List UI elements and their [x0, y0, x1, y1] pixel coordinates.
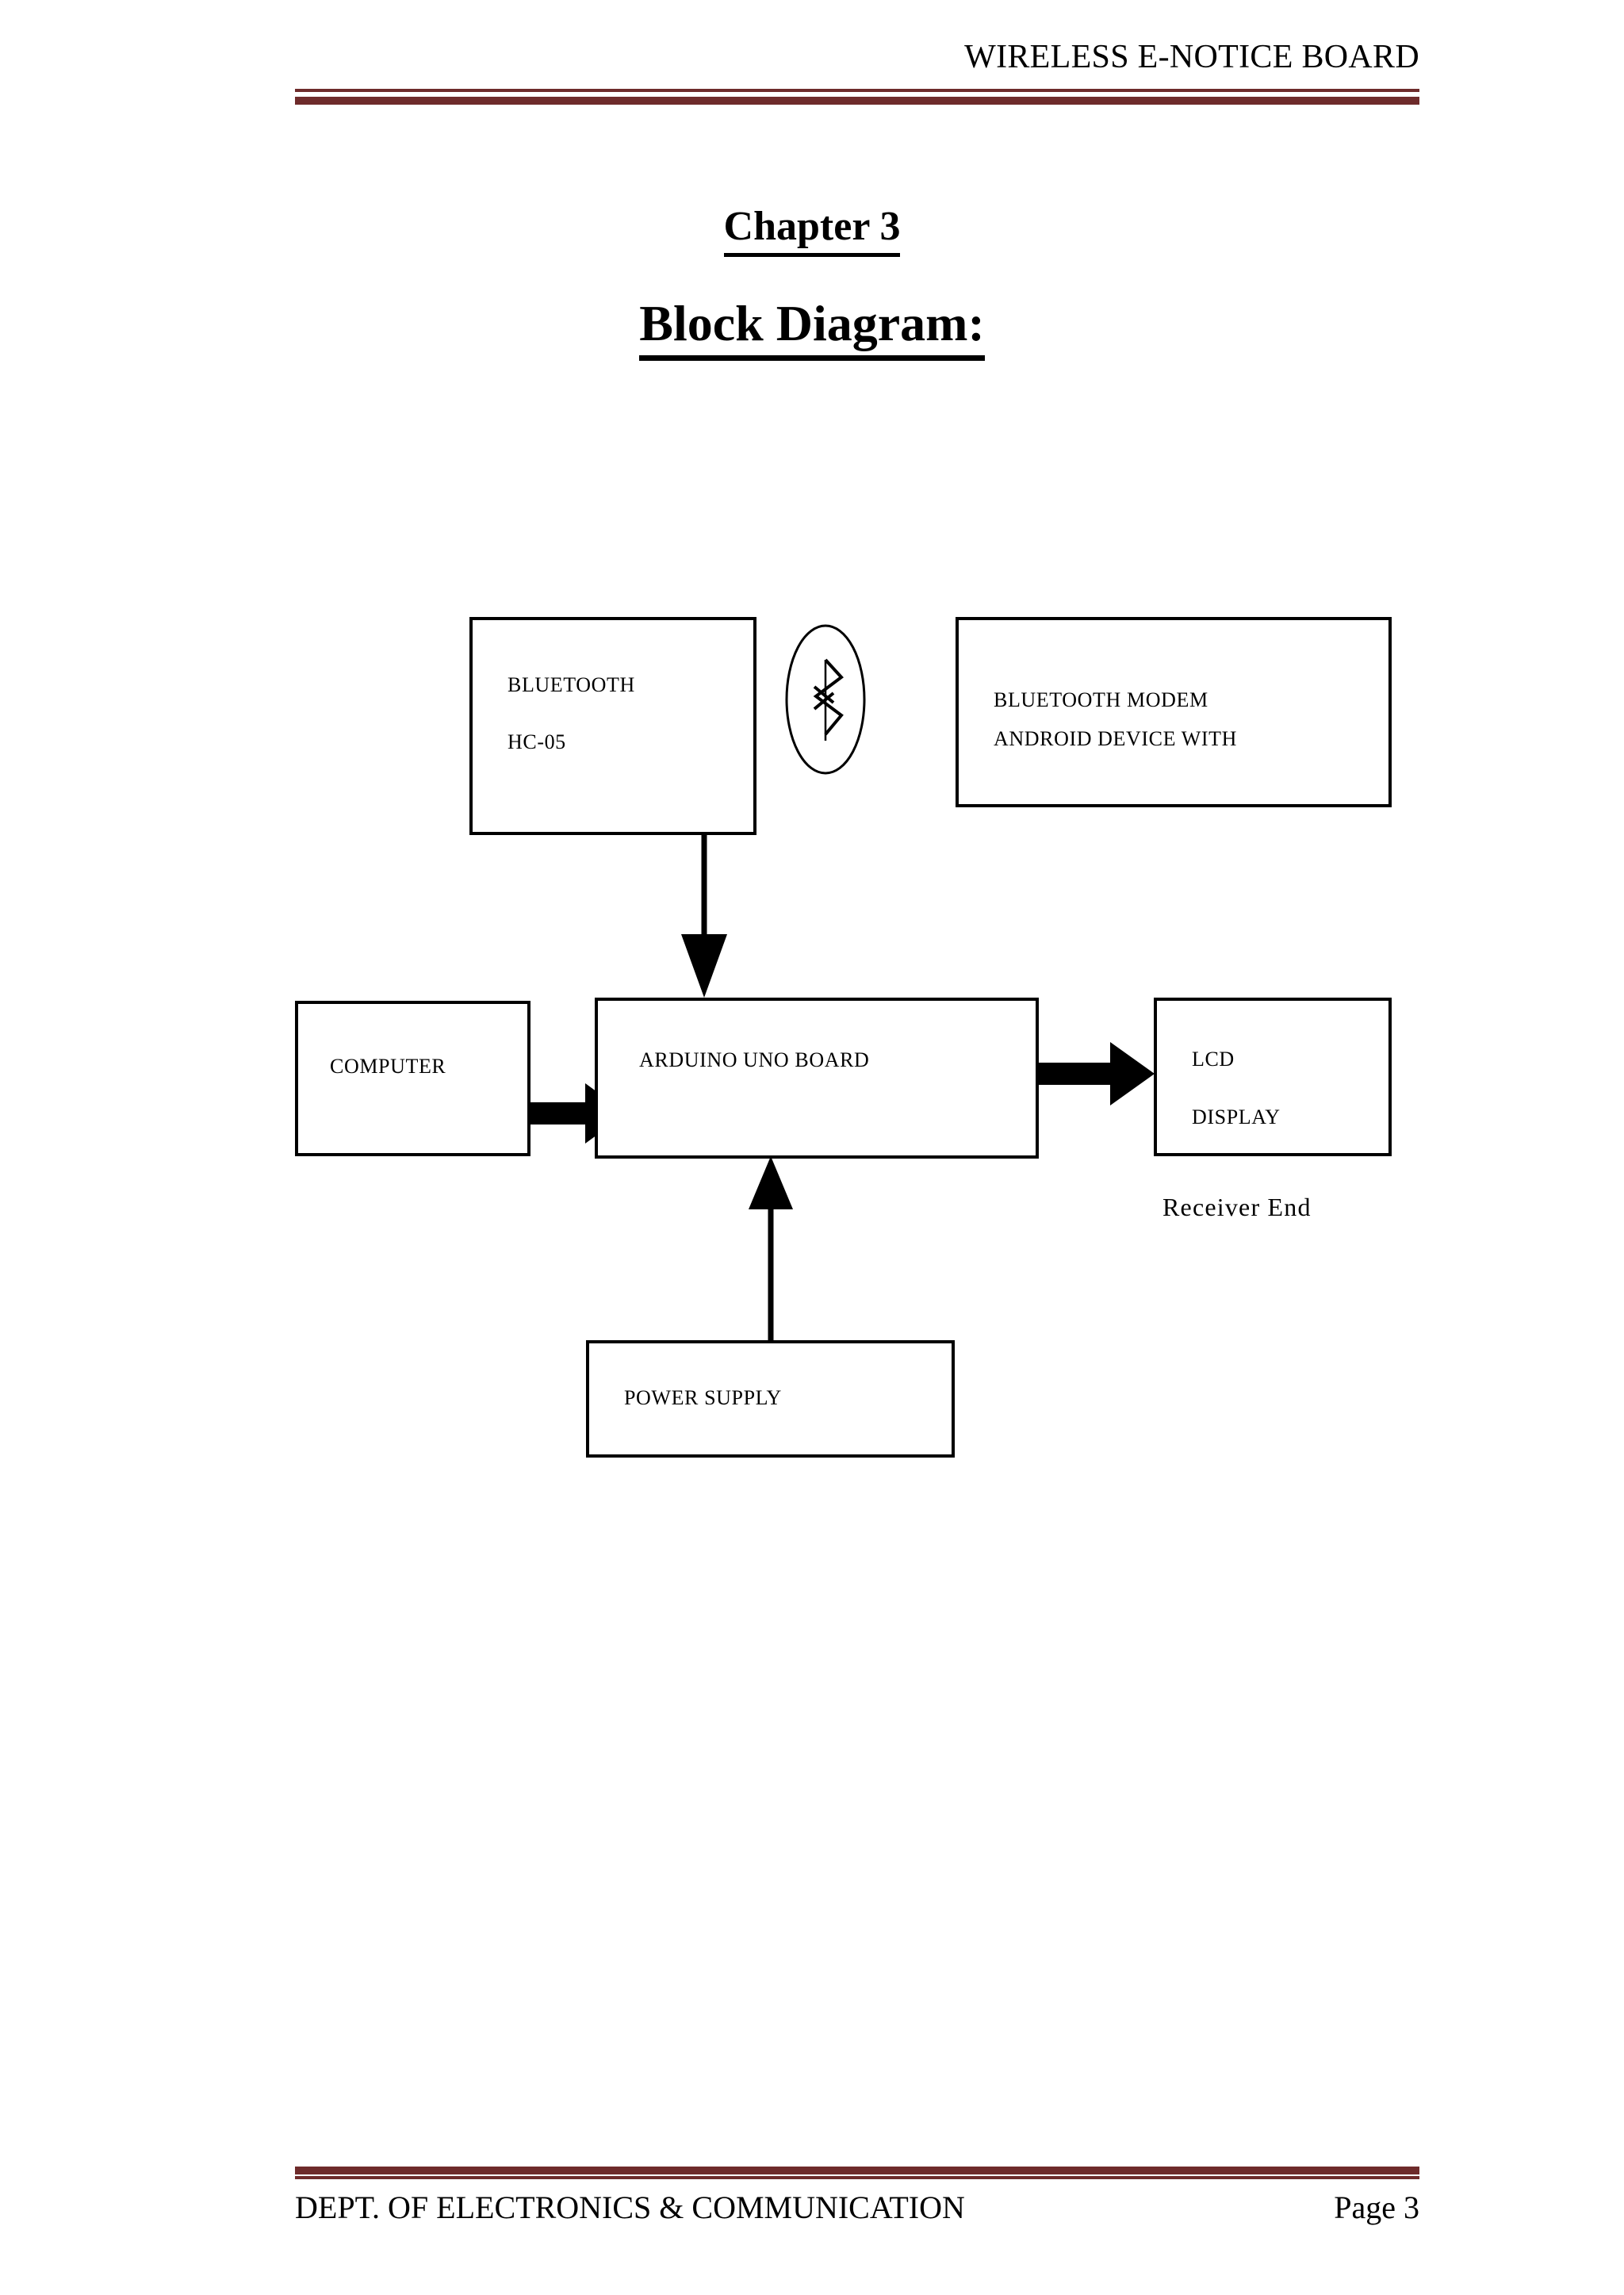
edge-power-to-arduino-head: [749, 1156, 793, 1209]
block-power-supply-label: POWER SUPPLY: [624, 1386, 782, 1409]
bluetooth-logo-icon: [785, 624, 866, 775]
block-bluetooth-modem: BLUETOOTH MODEM ANDROID DEVICE WITH: [956, 617, 1392, 807]
footer-page-number: Page 3: [1334, 2190, 1419, 2225]
page-header: WIRELESS E-NOTICE BOARD: [295, 36, 1419, 108]
chapter-heading-text: Chapter 3: [723, 202, 901, 257]
header-rule-thin: [295, 89, 1419, 92]
footer-rule-thin: [295, 2176, 1419, 2179]
page-title: Block Diagram:: [0, 293, 1624, 361]
footer-department: DEPT. OF ELECTRONICS & COMMUNICATION: [295, 2190, 965, 2225]
block-bluetooth-hc05-line2: HC-05: [508, 730, 566, 753]
block-bluetooth-modem-line2: ANDROID DEVICE WITH: [994, 727, 1237, 750]
footer-rule-thick: [295, 2167, 1419, 2174]
block-lcd-display-line2: DISPLAY: [1192, 1105, 1281, 1128]
edge-arduino-to-lcd: [1039, 1042, 1155, 1105]
header-rule-thick: [295, 97, 1419, 105]
block-lcd-display: LCD DISPLAY: [1154, 998, 1392, 1156]
block-bluetooth-hc05: BLUETOOTH HC-05: [469, 617, 756, 835]
edge-bluetooth-to-arduino-head: [681, 934, 727, 998]
receiver-end-caption: Receiver End: [1162, 1193, 1312, 1221]
header-title: WIRELESS E-NOTICE BOARD: [964, 39, 1419, 75]
block-power-supply: POWER SUPPLY: [586, 1340, 955, 1458]
block-lcd-display-line1: LCD: [1192, 1048, 1235, 1071]
chapter-heading: Chapter 3: [0, 202, 1624, 257]
block-computer-label: COMPUTER: [330, 1055, 446, 1078]
block-bluetooth-modem-line1: BLUETOOTH MODEM: [994, 688, 1208, 711]
block-bluetooth-hc05-line1: BLUETOOTH: [508, 673, 635, 696]
page-footer: DEPT. OF ELECTRONICS & COMMUNICATION Pag…: [295, 2167, 1419, 2254]
block-arduino-uno-board: ARDUINO UNO BOARD: [595, 998, 1039, 1159]
block-computer: COMPUTER: [295, 1001, 530, 1156]
block-arduino-uno-board-label: ARDUINO UNO BOARD: [639, 1048, 870, 1071]
page-title-text: Block Diagram:: [639, 293, 985, 361]
